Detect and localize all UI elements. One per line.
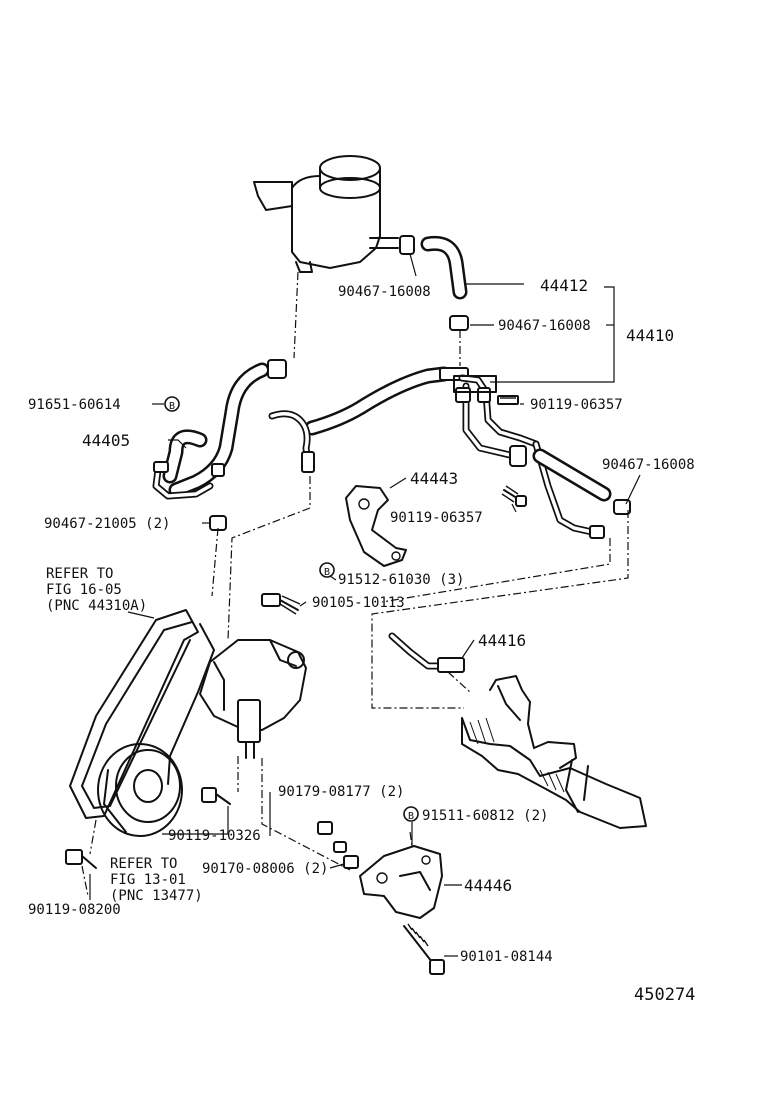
assembly-guides [81,271,629,897]
washer-marker-letter: B [169,401,175,412]
figure-id: 450274 [634,985,695,1005]
return-hose-short[interactable] [532,448,612,502]
washer-marker-91651: B [164,396,180,412]
label-44410[interactable]: 44410 [626,326,674,345]
hose-44405[interactable] [152,359,287,500]
reference-note-pulley: REFER TO FIG 13-01 (PNC 13477) [110,856,203,904]
washer-marker-91512: B [319,562,335,578]
label-90467-16008-top[interactable]: 90467-16008 [338,284,431,300]
washer-marker-91511: B [403,806,419,822]
pipe-assembly-44410[interactable] [453,374,605,539]
label-44446[interactable]: 44446 [464,876,512,895]
bracket-44443[interactable] [345,485,407,567]
label-44443[interactable]: 44443 [410,469,458,488]
ref-pulley-line-1: REFER TO [110,856,177,872]
label-90119-10326[interactable]: 90119-10326 [168,828,261,844]
label-90119-08200[interactable]: 90119-08200 [28,902,121,918]
clamp-90467-16008-mid[interactable] [449,315,469,331]
label-91511-60812[interactable]: 91511-60812 (2) [422,808,548,824]
label-90467-21005[interactable]: 90467-21005 (2) [44,516,170,532]
label-90101-08144[interactable]: 90101-08144 [460,949,553,965]
label-90119-06357-top[interactable]: 90119-06357 [530,397,623,413]
washer-marker-letter: B [324,567,330,578]
bracket-44446[interactable] [359,845,443,919]
label-90467-16008-mid[interactable]: 90467-16008 [498,318,591,334]
tube-44416[interactable] [388,632,465,673]
part-labels: 90467-16008 44412 90467-16008 44410 9011… [28,276,695,965]
leader-lines [89,253,641,957]
nut-90179-08177[interactable] [317,821,347,853]
label-90170-08006[interactable]: 90170-08006 (2) [202,861,328,877]
ref-pulley-line-3: (PNC 13477) [110,888,203,904]
clamp-90467-16008-top[interactable] [399,235,415,255]
reference-note-belt: REFER TO FIG 16-05 (PNC 44310A) [46,566,147,614]
bolt-90105-10113[interactable] [261,593,301,615]
label-91512-61030[interactable]: 91512-61030 (3) [338,572,464,588]
bolt-90119-10326[interactable] [201,787,231,805]
ref-belt-line-3: (PNC 44310A) [46,598,147,614]
washer-marker-letter: B [408,811,414,822]
label-44405[interactable]: 44405 [82,431,130,450]
ref-belt-line-2: FIG 16-05 [46,582,122,598]
clamp-90467-21005[interactable] [209,515,227,531]
steering-gear-housing[interactable] [461,675,647,829]
hose-44412[interactable] [420,235,468,300]
label-90467-16008-right[interactable]: 90467-16008 [602,457,695,473]
label-90119-06357-mid[interactable]: 90119-06357 [390,510,483,526]
drive-belt[interactable] [69,609,215,819]
label-44416[interactable]: 44416 [478,631,526,650]
bolt-90119-06357-top[interactable] [497,395,519,405]
bolt-90101-08144[interactable] [403,923,445,975]
power-steering-pump[interactable] [199,639,307,759]
label-90179-08177[interactable]: 90179-08177 (2) [278,784,404,800]
pressure-hose-main[interactable] [268,366,469,473]
reservoir-tank[interactable] [253,155,399,273]
label-91651-60614[interactable]: 91651-60614 [28,397,121,413]
ref-belt-line-1: REFER TO [46,566,113,582]
label-90105-10113[interactable]: 90105-10113 [312,595,405,611]
label-44412[interactable]: 44412 [540,276,588,295]
crank-pulley[interactable] [97,743,183,837]
bolt-90119-06357-mid[interactable] [501,485,527,507]
nut-90170-08006[interactable] [343,855,359,869]
bolt-90119-08200[interactable] [65,849,97,869]
ref-pulley-line-2: FIG 13-01 [110,872,186,888]
